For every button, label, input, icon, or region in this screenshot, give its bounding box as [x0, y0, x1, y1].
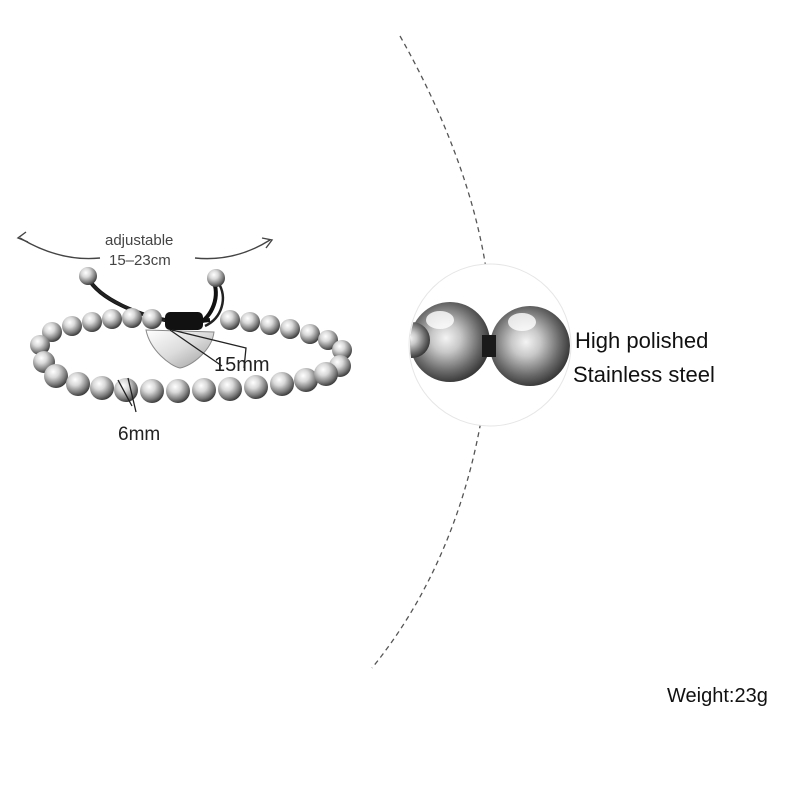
material-line-2: Stainless steel [573, 362, 715, 387]
material-line-1: High polished [575, 328, 709, 353]
bead-size-label: 6mm [118, 424, 161, 445]
adjustable-label: adjustable [105, 232, 174, 249]
bead-dimension-line [117, 377, 137, 413]
heart-tag [145, 329, 215, 369]
arrow-left-icon [19, 237, 101, 260]
arrow-right-head-icon [261, 237, 274, 249]
zoom-circle [408, 263, 572, 427]
cord-end-bead-right [207, 269, 225, 287]
cord-end-bead-left [79, 267, 97, 285]
tag-size-label: 15mm [214, 354, 270, 376]
front-row-beads [44, 362, 338, 403]
arrow-left-head-icon [16, 231, 29, 243]
back-row-beads [42, 308, 338, 350]
arrow-right-icon [194, 239, 271, 260]
bracelet [30, 267, 352, 413]
tag-dimension-line [169, 329, 247, 369]
cord-knot [165, 312, 203, 330]
weight-label: Weight:23g [667, 685, 768, 707]
adjustable-range: 15–23cm [109, 252, 171, 269]
cord-right-2 [204, 281, 225, 328]
